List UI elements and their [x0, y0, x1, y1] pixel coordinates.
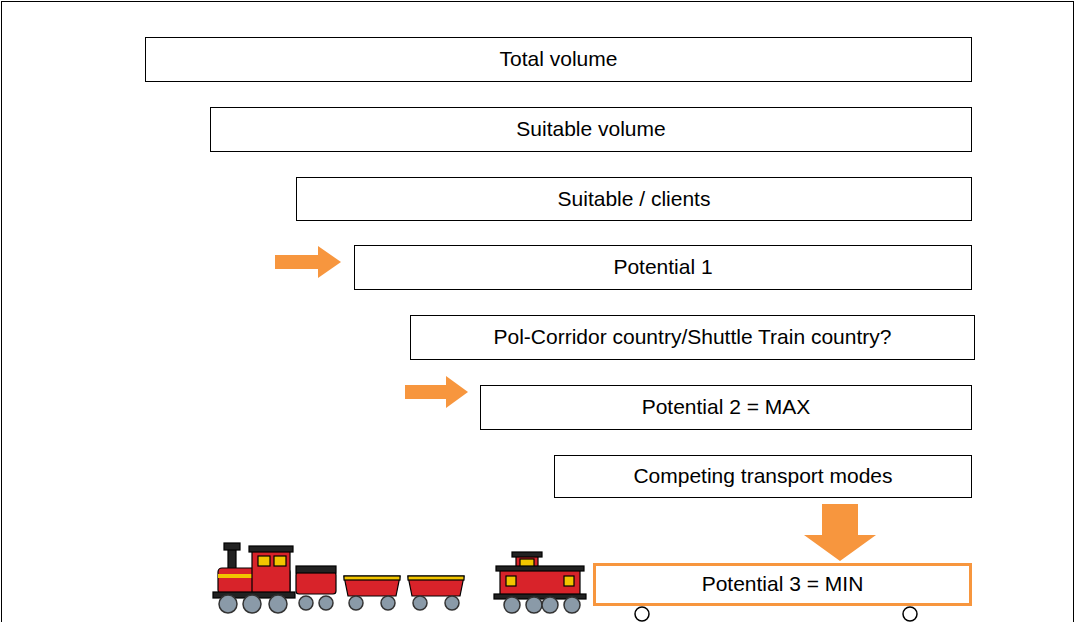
process-box: Potential 2 = MAX	[480, 385, 972, 430]
block-arrow	[804, 504, 876, 561]
process-box: Suitable volume	[210, 107, 972, 152]
box-label: Potential 2 = MAX	[636, 393, 817, 421]
pointer-arrow	[275, 246, 341, 278]
pointer-arrow	[405, 376, 468, 408]
process-box: Pol-Corridor country/Shuttle Train count…	[410, 315, 975, 360]
wagon-wheel	[903, 607, 917, 621]
train-illustration	[213, 543, 586, 599]
process-box: Suitable / clients	[296, 177, 972, 221]
process-box: Competing transport modes	[554, 455, 972, 498]
box-label: Suitable / clients	[552, 185, 717, 213]
box-label: Pol-Corridor country/Shuttle Train count…	[487, 323, 897, 351]
process-box: Potential 1	[354, 245, 972, 290]
wagon-wheel	[635, 607, 649, 621]
box-label: Suitable volume	[510, 115, 671, 143]
box-label: Competing transport modes	[627, 462, 898, 490]
box-label: Potential 1	[607, 253, 718, 281]
process-box: Total volume	[145, 37, 972, 82]
box-label: Total volume	[494, 45, 624, 73]
train-wheels	[219, 595, 580, 613]
box-label: Potential 3 = MIN	[696, 570, 870, 598]
result-box: Potential 3 = MIN	[593, 563, 972, 606]
